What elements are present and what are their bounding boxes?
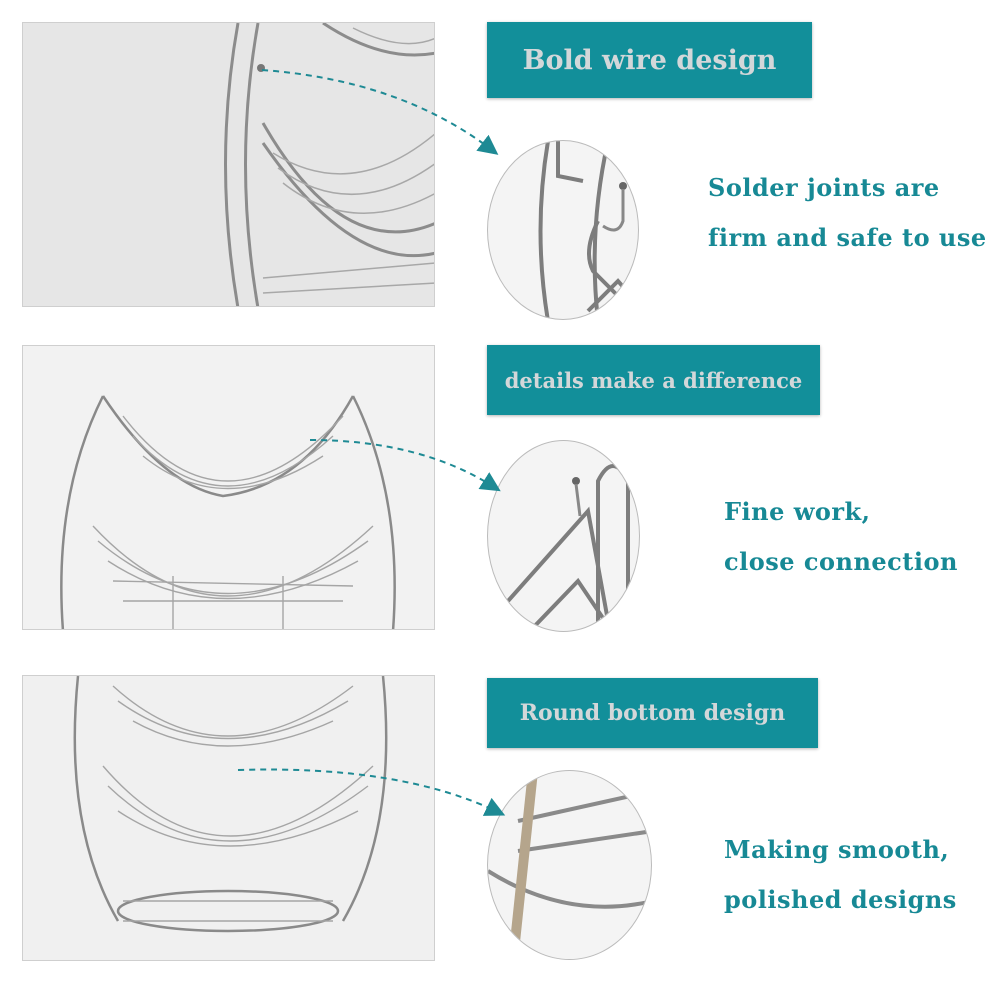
banner-text: Round bottom design [519,700,786,726]
wire-basket-illustration [60,395,396,629]
product-photo-full-view [22,345,435,630]
caption-line: polished designs [724,885,957,914]
caption-line: firm and safe to use [708,223,987,252]
banner-text: Bold wire design [522,44,777,76]
caption-fine-work: Fine work, close connection [724,487,958,587]
caption-line: Fine work, [724,497,871,526]
detail-circle-solder-joints [487,140,639,320]
detail-circle-round-bottom [487,770,652,960]
round-bottom-closeup [488,771,651,959]
callout-arrow-3 [237,768,506,816]
banner-text: details make a difference [504,367,803,393]
product-photo-top-detail [22,22,435,307]
caption-smooth-design: Making smooth, polished designs [724,825,957,925]
caption-line: Solder joints are [708,173,940,202]
caption-line: close connection [724,547,958,576]
section-banner-details: details make a difference [487,345,820,415]
caption-line: Making smooth, [724,835,950,864]
section-banner-round-bottom: Round bottom design [487,678,818,748]
wire-basket-illustration [73,676,388,933]
detail-circle-connection [487,440,640,632]
section-banner-bold-wire: Bold wire design [487,22,812,98]
product-photo-bottom [22,675,435,961]
callout-arrow-2 [309,439,501,492]
caption-solder-joints: Solder joints are firm and safe to use [708,163,987,263]
wire-basket-illustration [224,23,434,306]
callout-arrow-1 [261,69,499,155]
